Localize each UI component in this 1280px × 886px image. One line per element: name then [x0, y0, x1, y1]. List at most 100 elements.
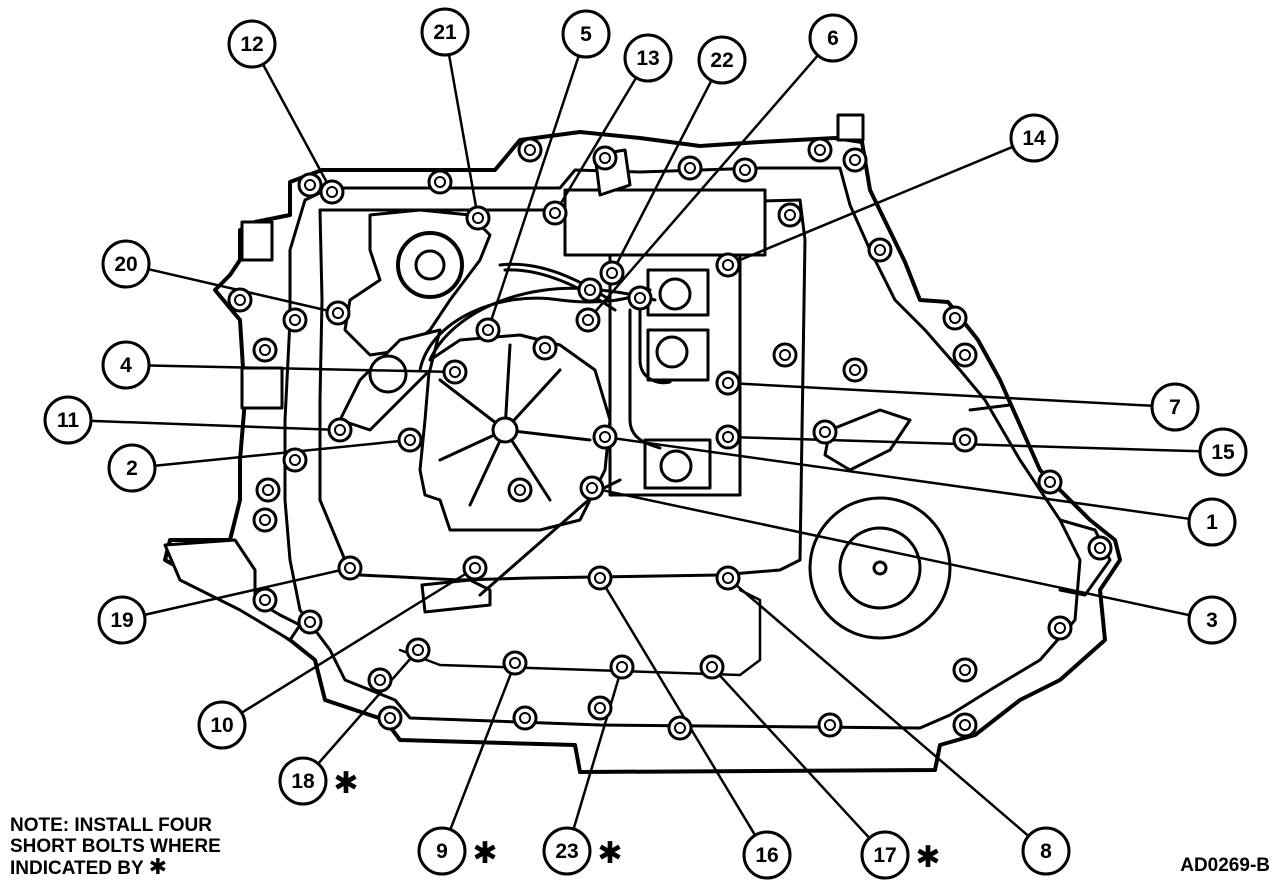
bolt-icon — [609, 654, 635, 680]
callout-label: 22 — [710, 49, 733, 72]
asterisk-icon: ✱ — [472, 836, 497, 871]
case-bolt-icon — [1087, 535, 1113, 561]
leader-line — [148, 364, 456, 374]
callout-16: 16 — [587, 565, 792, 880]
case-bolt-icon — [817, 712, 843, 738]
case-bolt-icon — [532, 335, 558, 361]
callout-label: 19 — [110, 609, 133, 632]
case-bolt-icon — [627, 285, 653, 311]
case-bolt-icon — [777, 202, 803, 228]
leader-line — [261, 63, 334, 193]
callout-label: 21 — [433, 21, 457, 44]
callout-circle — [542, 826, 592, 876]
case-bolt-icon — [842, 357, 868, 383]
case-bolt-icon — [507, 477, 533, 503]
callout-circle — [742, 830, 792, 880]
leader-line — [317, 649, 419, 765]
asterisk-icon: ✱ — [333, 766, 358, 801]
callout-circle — [808, 13, 858, 63]
asterisk-icon: ✱ — [915, 840, 940, 875]
leader-line — [598, 577, 757, 836]
case-bolt-icon — [297, 609, 323, 635]
callout-label: 1 — [1206, 511, 1218, 534]
leader-line — [727, 577, 1030, 837]
asterisk-icon: ✱ — [597, 836, 622, 871]
bolt-icon — [405, 637, 431, 663]
callout-22: 22 — [599, 35, 747, 286]
bolt-icon — [715, 252, 741, 278]
bolt-icon — [475, 317, 501, 343]
bolt-icon — [442, 359, 468, 385]
leader-line — [240, 566, 476, 714]
case-bolt-icon — [297, 172, 323, 198]
leader-line — [727, 381, 1153, 408]
case-bolt-icon — [842, 147, 868, 173]
bolt-icon — [599, 260, 625, 286]
leader-line — [610, 79, 713, 274]
callout-17: 17 ✱ — [699, 654, 941, 880]
case-bolt-icon — [1047, 615, 1073, 641]
case-bolt-icon — [867, 237, 893, 263]
note-line-3-text: INDICATED BY — [10, 858, 144, 879]
bolt-icon — [699, 654, 725, 680]
case-bolt-icon — [377, 705, 403, 731]
callout-circle — [97, 595, 147, 645]
callout-circle — [101, 239, 151, 289]
case-bolt-icon — [282, 307, 308, 333]
case-bolt-icon — [427, 169, 453, 195]
bolt-icon — [542, 200, 568, 226]
case-bolt-icon — [812, 419, 838, 445]
callout-label: 6 — [827, 27, 839, 50]
case-bolt-icon — [367, 667, 393, 693]
callout-label: 13 — [636, 47, 659, 70]
callout-circle — [278, 756, 328, 806]
callout-19: 19 — [97, 555, 363, 645]
callout-circle — [1198, 427, 1248, 477]
leader-line — [144, 566, 351, 617]
callout-label: 17 — [873, 844, 896, 867]
callout-14: 14 — [715, 113, 1059, 278]
bolt-icon — [337, 555, 363, 581]
case-bolt-icon — [942, 305, 968, 331]
case-bolt-icon — [252, 587, 278, 613]
case-bolt-icon — [1037, 469, 1063, 495]
case-bolt-icon — [952, 657, 978, 683]
callout-label: 7 — [1169, 396, 1181, 419]
note-line-2-text: SHORT BOLTS WHERE — [10, 836, 221, 857]
leader-line — [553, 77, 638, 214]
note-line-3: INDICATED BY ✱ — [10, 855, 310, 880]
callout-label: 23 — [555, 840, 578, 863]
leader-line — [727, 145, 1014, 267]
case-bolt-icon — [952, 342, 978, 368]
bolt-icon — [319, 179, 345, 205]
callout-18: 18✱ — [278, 637, 431, 806]
callout-circle — [227, 19, 277, 69]
callout-9: 9✱ — [417, 650, 528, 876]
callout-circle — [197, 700, 247, 750]
case-bolt-icon — [252, 507, 278, 533]
callout-circle — [860, 830, 910, 880]
leader-line — [447, 54, 480, 219]
leader-line — [449, 662, 517, 831]
callout-circle — [1021, 826, 1071, 876]
callout-circle — [417, 826, 467, 876]
figure-id: AD0269-B — [1180, 855, 1270, 876]
case-bolt-icon — [587, 695, 613, 721]
callout-label: 4 — [120, 354, 132, 377]
callout-12: 12 — [227, 19, 345, 205]
note-line-1: NOTE: INSTALL FOUR — [10, 815, 212, 836]
case-bolt-icon — [512, 705, 538, 731]
callout-circle — [43, 395, 93, 445]
callout-label: 15 — [1211, 441, 1235, 464]
callout-circle — [623, 33, 673, 83]
case-bolt-icon — [255, 477, 281, 503]
case-bolt-icon — [677, 155, 703, 181]
case-bolt-icon — [952, 712, 978, 738]
callout-21: 21 — [420, 7, 491, 231]
case-bolt-icon — [952, 427, 978, 453]
callout-circle — [420, 7, 470, 57]
callout-circle — [101, 340, 151, 390]
asterisk-icon: ✱ — [148, 855, 168, 880]
bolt-icon — [325, 300, 351, 326]
